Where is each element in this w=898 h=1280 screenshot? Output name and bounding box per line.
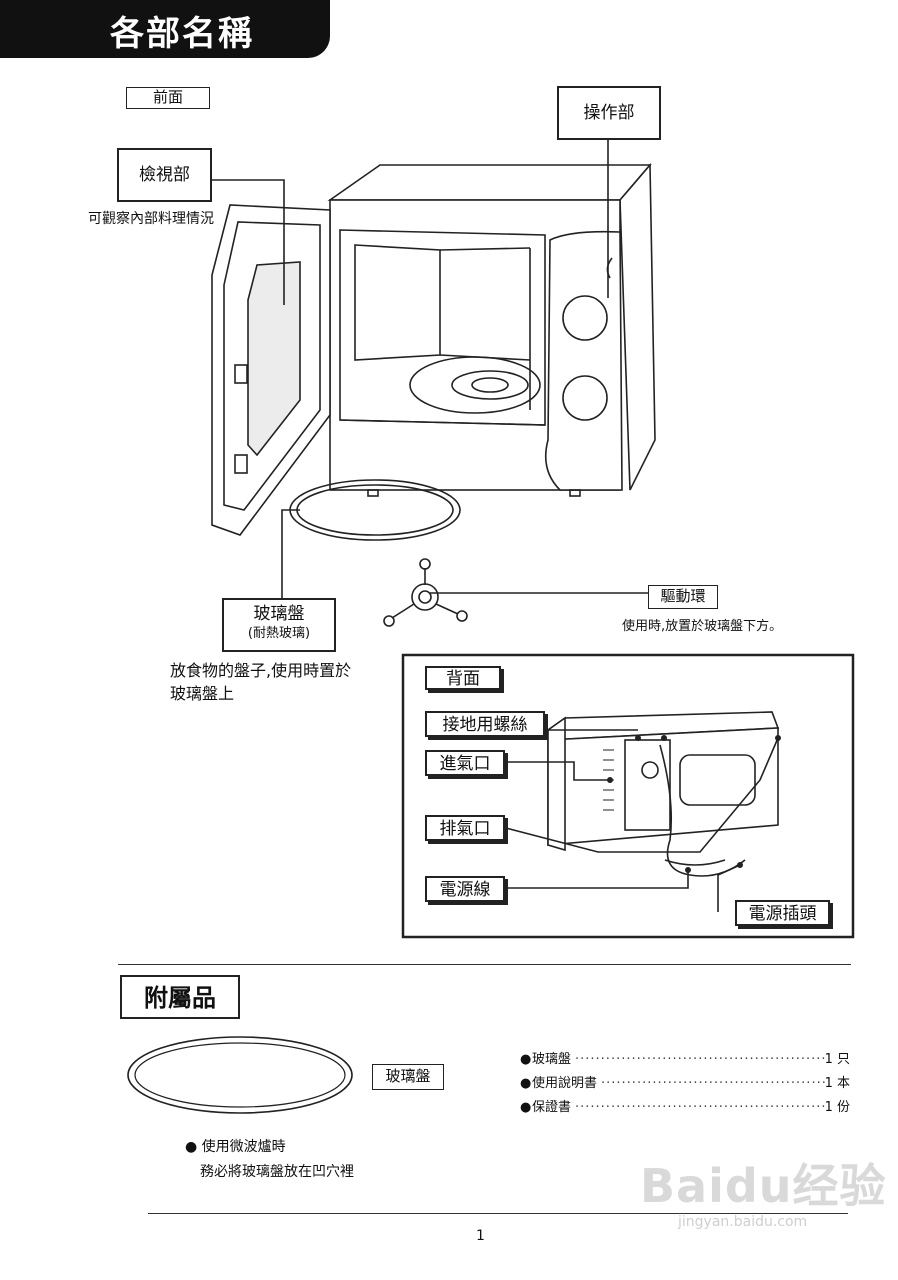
watermark-url: jingyan.baidu.com: [678, 1214, 808, 1230]
accessory-item-name: 保證書: [532, 1100, 572, 1115]
operation-panel-label: 操作部: [557, 86, 661, 140]
rear-view-frame: [401, 653, 855, 939]
rear-section-label: 背面: [425, 666, 501, 690]
baidu-watermark: Baidu经验: [640, 1159, 887, 1213]
bullet-icon: ●: [520, 1100, 532, 1115]
drive-ring-description: 使用時,放置於玻璃盤下方。: [622, 619, 783, 634]
accessory-item-name: 使用說明書: [532, 1076, 598, 1091]
microwave-front-drawing: [211, 162, 656, 536]
page-number: 1: [476, 1228, 485, 1244]
dot-leader: ········································…: [575, 1052, 825, 1067]
accessory-list: ● 玻璃盤 ··································…: [520, 1048, 850, 1120]
accessory-note-1-text: 使用微波爐時: [201, 1139, 286, 1155]
glass-tray-label-text: 玻璃盤: [253, 604, 305, 624]
accessory-item-name: 玻璃盤: [532, 1052, 572, 1067]
power-cord-label: 電源線: [425, 876, 505, 902]
header-tab: [0, 0, 330, 58]
glass-tray-description-1: 放食物的盤子,使用時置於: [170, 661, 352, 680]
accessory-tray-ring: [127, 1036, 353, 1114]
drive-ring-drawing: [383, 558, 468, 627]
accessory-note-2: 務必將玻璃盤放在凹穴裡: [200, 1164, 354, 1180]
dot-leader: ········································…: [601, 1076, 825, 1091]
accessory-item-qty: 1 只: [824, 1052, 850, 1067]
power-plug-label: 電源插頭: [735, 900, 830, 926]
section-divider: [118, 964, 851, 965]
dot-leader: ········································…: [575, 1100, 825, 1115]
accessory-item-qty: 1 本: [824, 1076, 850, 1091]
glass-tray-label: 玻璃盤 (耐熱玻璃): [222, 598, 336, 652]
glass-tray-description-2: 玻璃盤上: [170, 684, 235, 703]
accessory-item-qty: 1 份: [824, 1100, 850, 1115]
ground-screw-label: 接地用螺絲: [425, 711, 545, 737]
bullet-icon: ●: [185, 1139, 198, 1155]
viewing-window-label: 檢視部: [117, 148, 212, 202]
page-title: 各部名稱: [110, 14, 254, 54]
list-item: ● 使用說明書 ································…: [520, 1072, 850, 1096]
air-intake-label: 進氣口: [425, 750, 505, 776]
bullet-icon: ●: [520, 1076, 532, 1091]
front-section-label: 前面: [126, 87, 210, 109]
list-item: ● 玻璃盤 ··································…: [520, 1048, 850, 1072]
air-exhaust-label: 排氣口: [425, 815, 505, 841]
list-item: ● 保證書 ··································…: [520, 1096, 850, 1120]
accessory-note-1: ● 使用微波爐時: [185, 1136, 286, 1156]
bullet-icon: ●: [520, 1052, 532, 1067]
accessories-title: 附屬品: [120, 975, 240, 1019]
microwave-rear-drawing: [505, 711, 780, 912]
footer-divider: [148, 1213, 848, 1214]
accessory-tray-label: 玻璃盤: [372, 1064, 444, 1090]
drive-ring-label: 驅動環: [648, 585, 718, 609]
glass-tray-label-sub: (耐熱玻璃): [247, 626, 311, 641]
viewing-window-description: 可觀察內部料理情況: [88, 211, 214, 227]
